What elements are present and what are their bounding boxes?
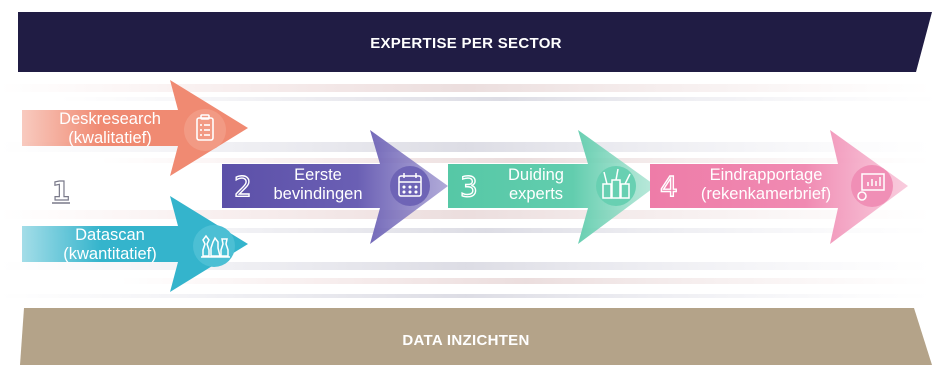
step-2-line2: bevindingen: [273, 185, 363, 203]
step-4-line2: (rekenkamerbrief): [700, 185, 832, 203]
pencil-tools-icon: [602, 168, 631, 199]
step-4-line1: Eindrapportage: [709, 166, 823, 184]
datascan-line2: (kwantitatief): [63, 245, 157, 263]
step-2-label: Eerste bevindingen: [258, 166, 378, 204]
top-banner-title: EXPERTISE PER SECTOR: [370, 35, 562, 52]
calendar-icon: [398, 173, 422, 197]
bottom-banner-title: DATA INZICHTEN: [402, 332, 530, 349]
bottom-banner: [20, 308, 932, 365]
step-3-number: 3: [460, 170, 478, 203]
deskresearch-line1: Deskresearch: [59, 110, 161, 128]
step-3-label: Duiding experts: [486, 166, 586, 204]
step-3-line1: Duiding: [508, 166, 564, 184]
step-1-number: 1: [52, 177, 70, 207]
step-datascan-label: Datascan (kwantitatief): [40, 226, 180, 264]
step-deskresearch-label: Deskresearch (kwalitatief): [40, 110, 180, 148]
step-3-arrow: [448, 130, 656, 244]
step-3-line2: experts: [508, 185, 564, 203]
step-4-number: 4: [660, 170, 678, 203]
step-2-number: 2: [234, 170, 252, 203]
step-4-label: Eindrapportage (rekenkamerbrief): [682, 166, 850, 204]
presentation-chart-icon: [857, 173, 885, 201]
datascan-line1: Datascan: [75, 226, 145, 244]
deskresearch-line2: (kwalitatief): [68, 129, 152, 147]
clipboard-checklist-icon: [196, 114, 214, 141]
background-streaks: [0, 84, 932, 298]
step-2-line1: Eerste: [294, 166, 342, 184]
top-banner: [18, 12, 932, 72]
chess-pieces-icon: [201, 234, 230, 258]
